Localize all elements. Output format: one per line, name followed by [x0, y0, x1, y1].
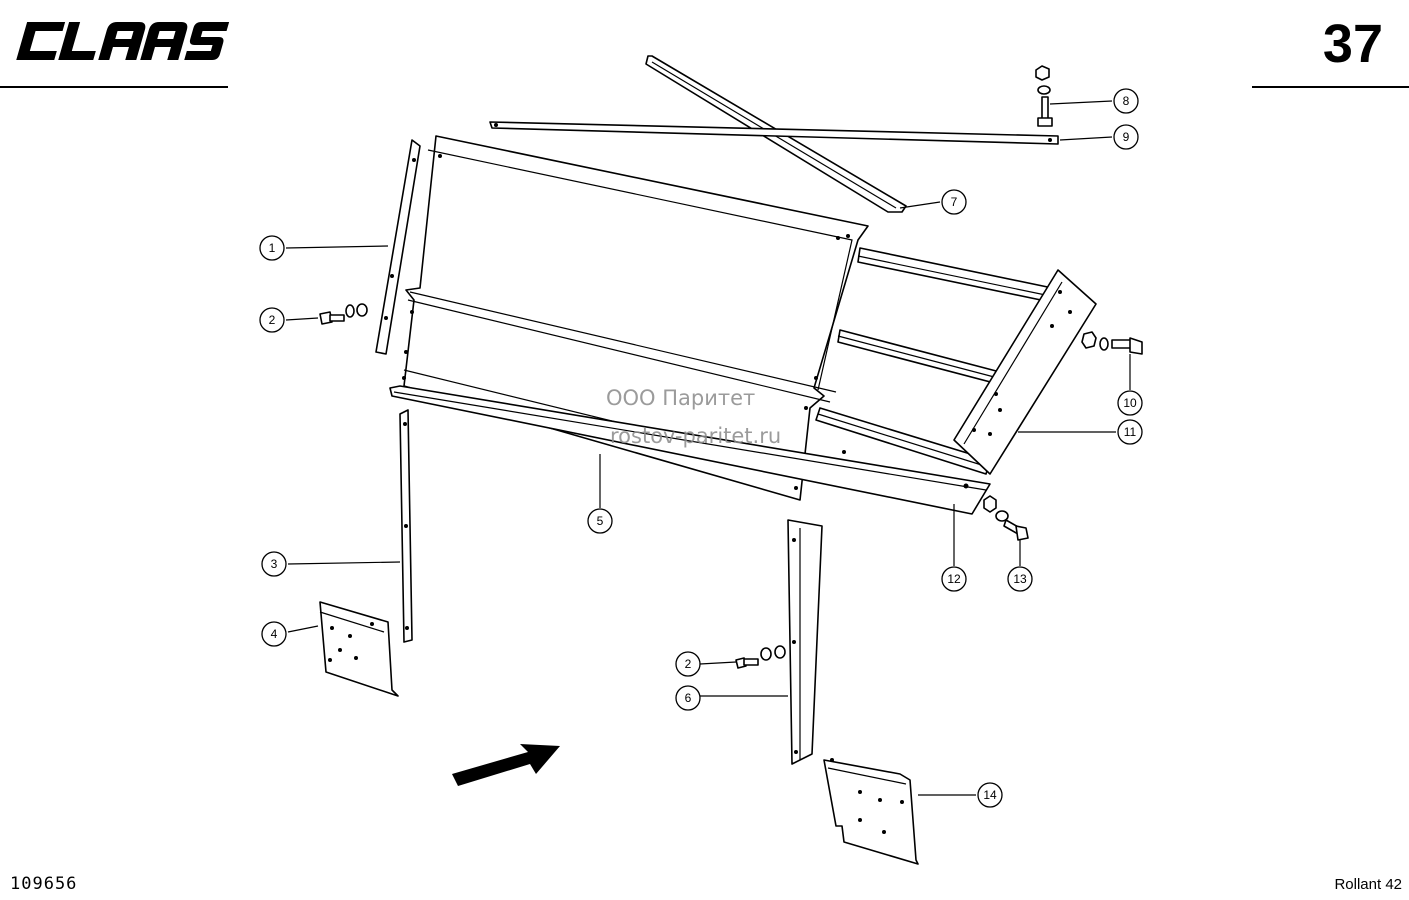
callout-8: 8 — [1113, 88, 1139, 114]
callout-9: 9 — [1113, 124, 1139, 150]
leader-lines — [285, 100, 1131, 796]
svg-text:11: 11 — [1124, 425, 1137, 439]
rear-rails — [815, 247, 1063, 475]
svg-text:10: 10 — [1123, 396, 1137, 410]
watermark-url: rostov-paritet.ru — [610, 424, 782, 448]
claas-logo — [16, 22, 230, 60]
svg-text:6: 6 — [685, 691, 692, 705]
part-5-angle-rail — [389, 385, 991, 515]
callout-14: 14 — [977, 782, 1003, 808]
part-8-bolt-set — [1035, 65, 1053, 127]
callout-13: 13 — [1007, 566, 1033, 592]
part-6-channel — [787, 519, 823, 765]
svg-text:4: 4 — [271, 627, 278, 641]
svg-text:12: 12 — [947, 572, 961, 586]
part-14-bracket — [823, 758, 919, 865]
part-13-bolt-set — [983, 495, 1029, 541]
svg-text:9: 9 — [1123, 130, 1130, 144]
svg-text:1: 1 — [269, 241, 276, 255]
direction-arrow-icon — [452, 744, 560, 786]
part-10-bolt-set — [1081, 331, 1143, 355]
callout-7: 7 — [941, 189, 967, 215]
svg-text:13: 13 — [1013, 572, 1027, 586]
part-1-strip — [375, 139, 421, 355]
callout-1: 1 — [259, 235, 285, 261]
svg-text:2: 2 — [685, 657, 692, 671]
model-name: Rollant 42 — [1334, 876, 1402, 893]
callout-10: 10 — [1117, 390, 1143, 416]
callout-2-lower: 2 — [675, 651, 701, 677]
part-9-flat-bar — [489, 121, 1059, 145]
svg-text:2: 2 — [269, 313, 276, 327]
part-2-bolt-set-upper — [319, 303, 368, 325]
callout-5: 5 — [587, 508, 613, 534]
callout-2-upper: 2 — [259, 307, 285, 333]
callout-6: 6 — [675, 685, 701, 711]
part-2-bolt-set-lower — [735, 645, 786, 669]
part-4-bracket — [319, 601, 399, 697]
callout-4: 4 — [261, 621, 287, 647]
svg-text:14: 14 — [983, 788, 997, 802]
header-rule-right — [1252, 86, 1409, 88]
svg-text:5: 5 — [597, 514, 604, 528]
svg-text:3: 3 — [271, 557, 278, 571]
part-11-side-plate — [953, 269, 1097, 475]
svg-text:8: 8 — [1123, 94, 1130, 108]
page-number: 37 — [1322, 14, 1383, 74]
header-rule-left — [0, 86, 228, 88]
drawing-number: 109656 — [10, 874, 78, 894]
part-3-strip — [399, 409, 413, 643]
callout-11: 11 — [1117, 419, 1143, 445]
callout-3: 3 — [261, 551, 287, 577]
callout-12: 12 — [941, 566, 967, 592]
svg-text:7: 7 — [951, 195, 958, 209]
watermark-company: ООО Паритет — [606, 386, 756, 410]
